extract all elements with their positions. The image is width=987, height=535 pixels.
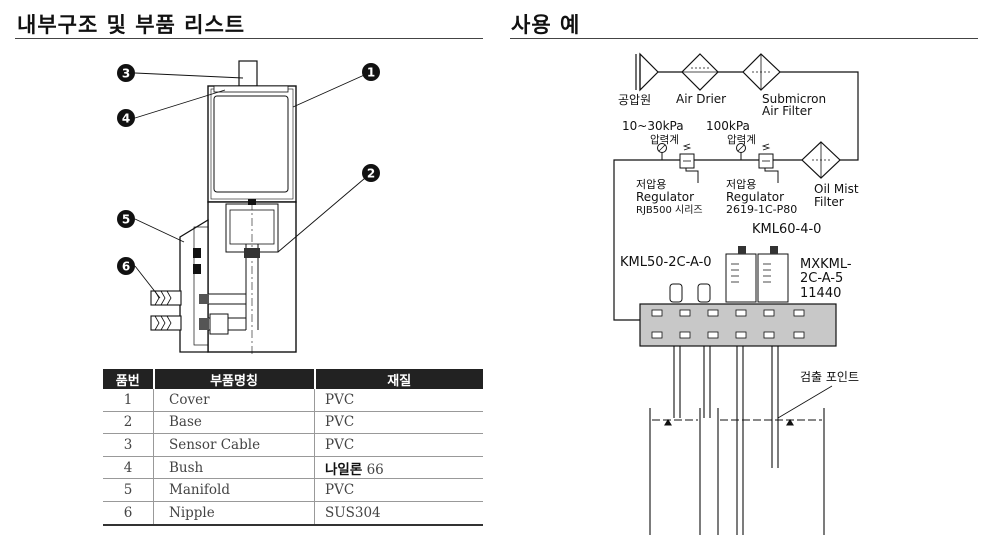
gauge-label: 압력계 — [650, 133, 679, 146]
part-number: 5 — [103, 478, 154, 502]
gauge-icon — [657, 143, 667, 153]
detect-point-label: 검출 포인트 — [800, 370, 859, 384]
air-drier-label: Air Drier — [676, 92, 726, 106]
center-channel — [245, 244, 259, 330]
model-label: 2C-A-5 — [800, 271, 843, 286]
part-number: 6 — [103, 501, 154, 526]
example-section-title: 사용 예 — [511, 13, 581, 37]
main-line — [613, 159, 802, 321]
table-row: 3 Sensor Cable PVC — [103, 433, 483, 457]
oil-mist-filter — [801, 141, 841, 179]
callout-marker-2: 2 — [362, 164, 380, 182]
submicron-label: Air Filter — [762, 104, 812, 118]
nipple-top — [150, 290, 182, 306]
table-row: 5 Manifold PVC — [103, 478, 483, 502]
regulator-label: RJB500 시리즈 — [636, 204, 703, 216]
air-drier — [681, 53, 719, 91]
air-source — [635, 52, 659, 92]
part-number: 4 — [103, 456, 154, 480]
table-header-row: 품번 부품명칭 재질 — [103, 369, 483, 389]
pressure-range-label: 100kPa — [706, 119, 750, 133]
water-tank — [649, 408, 825, 535]
callout-marker-4: 4 — [117, 109, 135, 127]
svg-text:6: 6 — [122, 260, 130, 274]
callout-marker-3: 3 — [117, 64, 135, 82]
sensor-kml60 — [725, 246, 789, 303]
part-name: Bush — [153, 456, 315, 480]
usage-example-diagram: 공압원 Air Drier Submicron Air Filter 10~30… — [613, 52, 859, 535]
internal-structure-diagram: 3 4 1 2 5 6 — [117, 60, 380, 355]
regulator-icon — [758, 143, 774, 169]
part-name: Base — [153, 411, 315, 435]
sensor-cable — [238, 60, 258, 87]
part-material: PVC — [314, 433, 483, 457]
model-label: KML50-2C-A-0 — [620, 255, 712, 270]
table-row: 4 Bush 나일론 66 — [103, 456, 483, 480]
supply-line — [658, 71, 859, 161]
table-row: 2 Base PVC — [103, 411, 483, 435]
parts-table: 품번 부품명칭 재질 1 Cover PVC 2 Base PVC 3 Sens… — [103, 369, 483, 526]
part-material: SUS304 — [314, 501, 483, 526]
regulator-label: Regulator — [726, 190, 784, 204]
table-row: 1 Cover PVC — [103, 389, 483, 412]
column-header: 품번 — [103, 369, 154, 389]
regulator-label: Regulator — [636, 190, 694, 204]
column-header: 부품명칭 — [152, 369, 315, 389]
callout-marker-6: 6 — [117, 257, 135, 275]
part-material: PVC — [314, 389, 483, 412]
part-number: 3 — [103, 433, 154, 457]
pressure-range-label: 10~30kPa — [622, 119, 684, 133]
sensor-element — [213, 95, 289, 193]
regulator-label: 2619-1C-P80 — [726, 203, 797, 216]
gauge-icon — [736, 143, 746, 153]
callout-marker-5: 5 — [117, 210, 135, 228]
svg-text:1: 1 — [367, 66, 375, 80]
oil-mist-label: Oil Mist — [814, 182, 859, 196]
table-row: 6 Nipple SUS304 — [103, 501, 483, 526]
part-material: PVC — [314, 411, 483, 435]
svg-text:2: 2 — [367, 167, 375, 181]
callout-marker-1: 1 — [362, 63, 380, 81]
model-label: KML60-4-0 — [752, 222, 821, 237]
part-name: Cover — [153, 389, 315, 412]
regulator-icon — [679, 143, 695, 169]
gauge-label: 압력계 — [727, 133, 756, 146]
title-divider — [510, 38, 978, 39]
regulator-label: 저압용 — [726, 178, 756, 191]
column-header: 재질 — [313, 369, 483, 389]
model-label: 11440 — [800, 286, 841, 301]
part-material: 나일론 66 — [314, 456, 483, 480]
part-name: Nipple — [153, 501, 315, 526]
material-grade: 66 — [366, 461, 384, 478]
svg-text:5: 5 — [122, 213, 130, 227]
air-source-label: 공압원 — [618, 93, 651, 107]
svg-text:3: 3 — [122, 67, 130, 81]
part-name: Manifold — [153, 478, 315, 502]
sensor-kml50 — [669, 283, 711, 303]
part-name: Sensor Cable — [153, 433, 315, 457]
submicron-filter — [742, 53, 781, 91]
nipple-bottom — [150, 315, 182, 331]
part-material: PVC — [314, 478, 483, 502]
submicron-label: Submicron — [762, 92, 826, 106]
svg-text:4: 4 — [122, 112, 130, 126]
bush — [213, 85, 289, 93]
parts-section-title: 내부구조 및 부품 리스트 — [17, 13, 246, 37]
material-prefix: 나일론 — [325, 461, 363, 478]
part-number: 1 — [103, 389, 154, 412]
model-label: MXKML- — [800, 257, 852, 272]
part-number: 2 — [103, 411, 154, 435]
oil-mist-label: Filter — [814, 195, 844, 209]
probe-tubes — [673, 346, 779, 535]
title-divider — [15, 38, 483, 39]
regulator-label: 저압용 — [636, 178, 666, 191]
